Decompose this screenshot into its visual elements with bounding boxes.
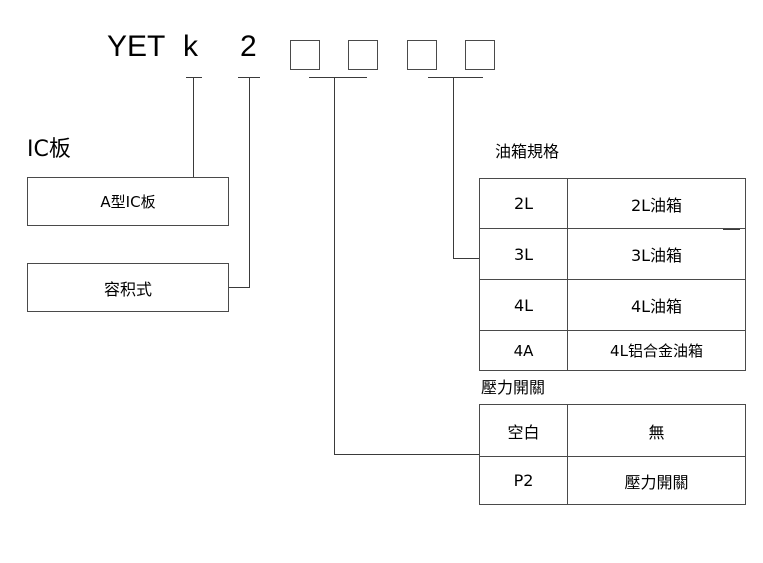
model-prefix: YET [107,30,166,63]
connector-k-vertical [193,77,194,177]
table-row: 4A 4L铝合金油箱 [479,330,746,371]
oil-tank-desc: 2L油箱 [567,178,746,229]
oil-tank-desc: 3L油箱 [567,228,746,280]
model-char-2: 2 [240,30,257,63]
pressure-switch-title: 壓力開關 [481,378,546,397]
oil-tank-code: 3L [479,228,568,280]
oil-tank-code: 4A [479,330,568,371]
table-row: P2 壓力開關 [479,456,746,505]
pressure-switch-desc: 無 [567,404,746,457]
connector-tank-bracket [428,77,483,78]
table-row: 2L 2L油箱 [479,178,746,229]
ic-board-option: A型IC板 [27,177,229,226]
oil-tank-edge-mark [723,229,740,230]
connector-2-vertical [249,77,250,287]
code-placeholder-1 [290,40,320,70]
code-placeholder-4 [465,40,495,70]
oil-tank-title: 油箱規格 [495,142,560,161]
oil-tank-table: 2L 2L油箱 3L 3L油箱 4L 4L油箱 4A 4L铝合金油箱 [479,178,746,371]
model-char-k: k [183,30,198,63]
connector-2-horizontal [228,287,250,288]
oil-tank-code: 2L [479,178,568,229]
pressure-switch-table: 空白 無 P2 壓力開關 [479,404,746,505]
connector-tank-vertical [453,77,454,258]
pressure-switch-code: P2 [479,456,568,505]
connector-k-tick [186,77,202,78]
code-placeholder-2 [348,40,378,70]
connector-tank-horizontal [453,258,480,259]
table-row: 3L 3L油箱 [479,228,746,280]
connector-pressure-vertical [334,77,335,454]
oil-tank-desc: 4L油箱 [567,279,746,331]
pressure-switch-desc: 壓力開關 [567,456,746,505]
oil-tank-desc: 4L铝合金油箱 [567,330,746,371]
pressure-switch-code: 空白 [479,404,568,457]
table-row: 空白 無 [479,404,746,457]
connector-pressure-bracket [309,77,367,78]
connector-pressure-horizontal [334,454,480,455]
oil-tank-code: 4L [479,279,568,331]
volume-type-option: 容积式 [27,263,229,312]
table-row: 4L 4L油箱 [479,279,746,331]
ic-board-title: IC板 [27,137,71,162]
code-placeholder-3 [407,40,437,70]
